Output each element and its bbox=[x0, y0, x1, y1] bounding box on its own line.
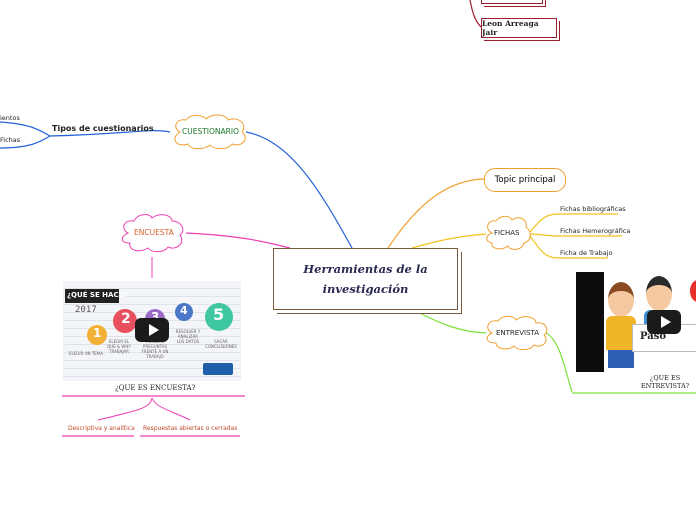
line-topic bbox=[387, 178, 485, 249]
line-encuesta bbox=[185, 232, 291, 249]
cartoon-person-2 bbox=[646, 276, 672, 311]
step-4: 4 bbox=[180, 304, 188, 317]
topic-principal-label: Topic principal bbox=[494, 175, 556, 185]
author-node[interactable]: Leon Arreaga Jair bbox=[481, 18, 557, 38]
entrevista-node[interactable] bbox=[484, 315, 550, 351]
encuesta-node[interactable] bbox=[120, 213, 186, 253]
video-year: 2017 bbox=[75, 305, 97, 315]
step-2: 2 bbox=[121, 311, 131, 327]
tipos-cuestionarios-label[interactable]: Tipos de cuestionarios bbox=[52, 124, 154, 133]
sign-text: Paso bbox=[640, 331, 667, 342]
line-fichas bbox=[411, 233, 487, 249]
central-topic[interactable]: Herramientas de la investigación bbox=[273, 248, 458, 310]
entrevista-video[interactable]: Paso bbox=[576, 272, 696, 372]
step-label-3: PLANEAR PREGUNTAS FRENTE A UN TRABAJO bbox=[141, 339, 169, 359]
step-1: 1 bbox=[93, 326, 102, 340]
line-entrevista-caption bbox=[545, 332, 573, 393]
line-left-bottom bbox=[0, 135, 51, 149]
step-label-5: SACAR CONCLUSIONES bbox=[205, 339, 237, 349]
line-fichas-1 bbox=[529, 213, 559, 233]
line-fichas-2 bbox=[529, 233, 559, 237]
step-label-2: ELEGIR EL QUÉ & WHY TRABAJAR bbox=[107, 339, 131, 354]
line-tipos bbox=[49, 130, 171, 137]
video-logo bbox=[203, 363, 233, 375]
play-button-icon[interactable] bbox=[135, 318, 169, 342]
encuesta-video[interactable]: ¿QUÉ SE HACE? 2017 1 2 3 4 5 ELEGIR UN T… bbox=[63, 281, 241, 381]
encuesta-caption: ¿QUE ES ENCUESTA? bbox=[115, 384, 196, 392]
fichas-item-1[interactable]: Fichas bibliográficas bbox=[560, 205, 626, 213]
video-title-box bbox=[65, 289, 119, 303]
author-node-partial[interactable] bbox=[481, 0, 543, 4]
left-item-2[interactable]: Fichas bbox=[0, 136, 21, 144]
fichas-item-3[interactable]: Ficha de Trabajo bbox=[560, 249, 613, 257]
cuestionario-node[interactable] bbox=[170, 114, 250, 150]
cartoon-person-3 bbox=[690, 280, 696, 302]
line-author bbox=[469, 0, 482, 28]
encuesta-label: ENCUESTA bbox=[134, 228, 174, 237]
encuesta-item-1[interactable]: Descriptiva y analítica bbox=[68, 425, 135, 432]
line-entrevista bbox=[409, 307, 487, 334]
line-cuestionario bbox=[245, 131, 353, 249]
encuesta-item-2[interactable]: Respuestas abiertas o cerradas bbox=[143, 425, 238, 432]
step-3: 3 bbox=[151, 310, 160, 324]
cartoon-person-1 bbox=[608, 282, 634, 317]
topic-principal-node[interactable]: Topic principal bbox=[484, 168, 566, 192]
step-5: 5 bbox=[213, 305, 225, 324]
left-item-1[interactable]: ientos bbox=[0, 114, 20, 122]
cuestionario-label: CUESTIONARIO bbox=[182, 127, 239, 136]
fichas-item-2[interactable]: Fichas Hemerográfica bbox=[560, 227, 631, 235]
fichas-node[interactable] bbox=[484, 215, 532, 251]
video-title: ¿QUÉ SE HACE? bbox=[67, 291, 128, 299]
entrevista-label: ENTREVISTA bbox=[496, 329, 540, 337]
fichas-label: FICHAS bbox=[494, 229, 520, 237]
line-fichas-3 bbox=[529, 235, 559, 259]
step-label-4: RESOLVER Y ANALIZAR LOS DATOS bbox=[175, 329, 201, 344]
line-left-top bbox=[0, 121, 51, 137]
step-label-1: ELEGIR UN TEMA bbox=[69, 351, 103, 356]
author-name: Leon Arreaga Jair bbox=[482, 19, 539, 37]
central-title: Herramientas de la investigación bbox=[303, 262, 428, 296]
play-button-icon-2[interactable] bbox=[647, 310, 681, 334]
entrevista-caption: ¿QUE ES ENTREVISTA? bbox=[640, 374, 690, 390]
video-black-bar bbox=[576, 272, 604, 372]
